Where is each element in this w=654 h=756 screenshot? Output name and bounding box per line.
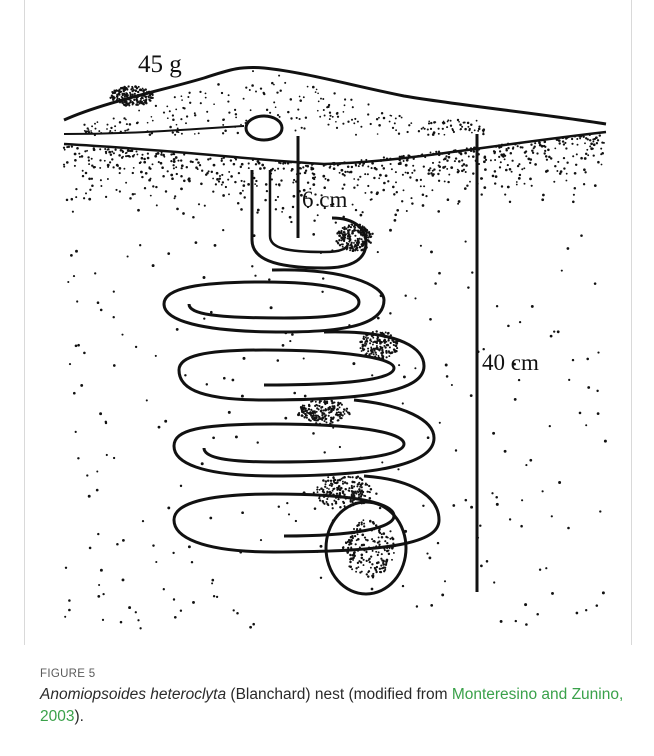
mass-label: 45 g bbox=[138, 51, 182, 78]
mound-base-outline bbox=[64, 126, 244, 134]
caption-body: (Blanchard) nest (modified from bbox=[226, 686, 452, 703]
nest-diagram: 45 g 6 cm 40 cm bbox=[24, 0, 630, 645]
total-depth-label: 40 cm bbox=[482, 350, 539, 375]
caption-end: ). bbox=[74, 708, 83, 725]
figure-caption: FIGURE 5 Anomiopsoides heteroclyta (Blan… bbox=[40, 668, 630, 728]
species-name: Anomiopsoides heteroclyta bbox=[40, 686, 226, 703]
entrance-chamber bbox=[246, 116, 282, 140]
figure-number: FIGURE 5 bbox=[40, 668, 630, 680]
short-depth-label: 6 cm bbox=[302, 187, 347, 212]
caption-text: Anomiopsoides heteroclyta (Blanchard) ne… bbox=[40, 684, 630, 728]
